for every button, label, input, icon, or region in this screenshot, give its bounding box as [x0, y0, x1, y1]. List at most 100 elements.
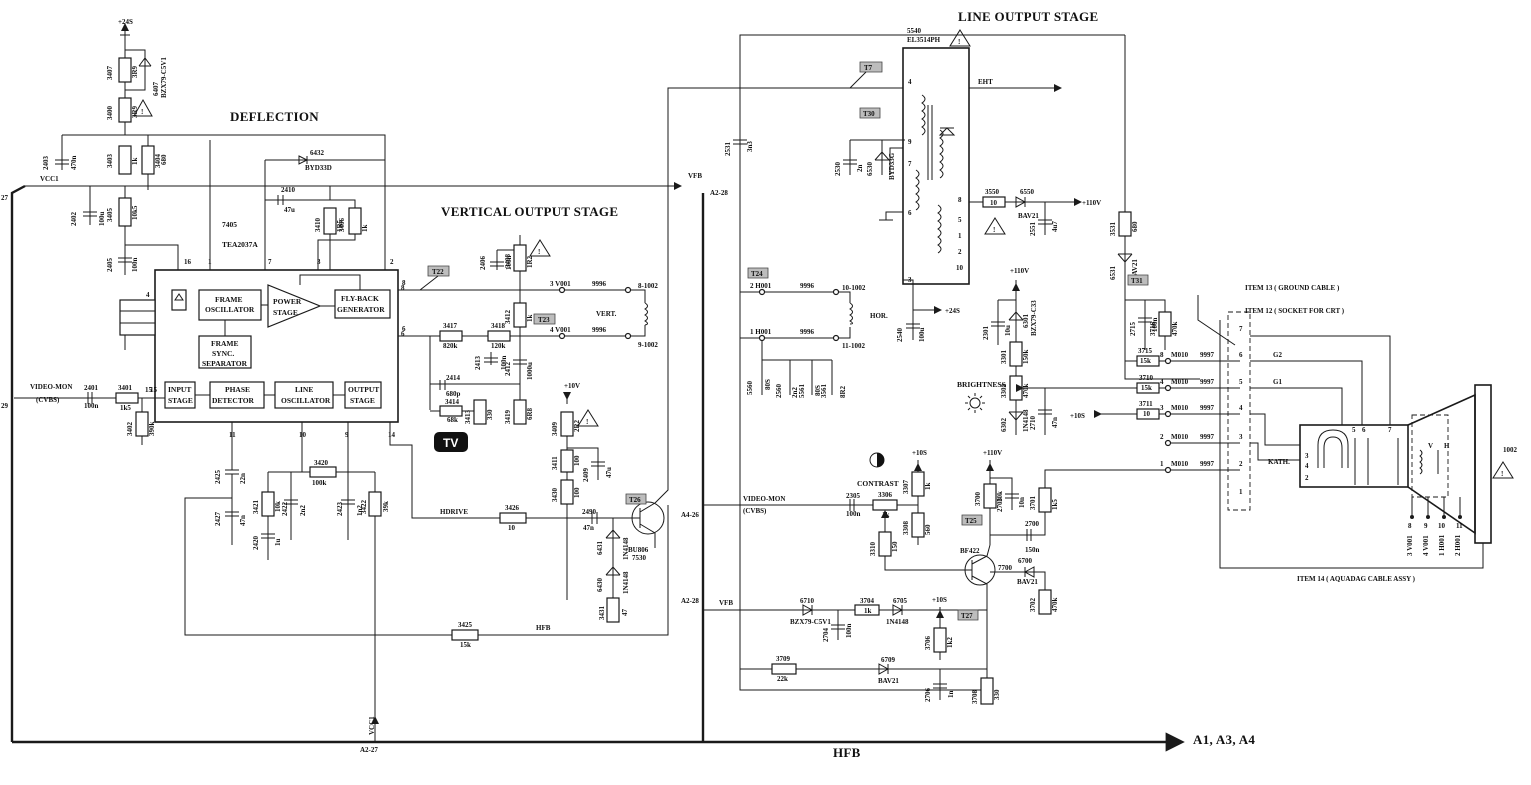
- svg-text:H: H: [1444, 442, 1450, 450]
- svg-text:T25: T25: [965, 517, 977, 525]
- svg-text:150n: 150n: [1025, 546, 1040, 554]
- svg-text:1k: 1k: [924, 483, 932, 491]
- svg-text:100: 100: [573, 455, 581, 466]
- r3701: [1038, 487, 1052, 513]
- svg-text:3411: 3411: [551, 456, 559, 470]
- r3430: [560, 479, 574, 505]
- svg-text:100n: 100n: [131, 258, 139, 273]
- svg-text:BAV21: BAV21: [878, 677, 899, 685]
- svg-text:2710: 2710: [1029, 416, 1037, 431]
- svg-text:3426: 3426: [505, 504, 520, 512]
- svg-text:3409: 3409: [551, 422, 559, 437]
- tag-t26: [625, 493, 647, 505]
- svg-text:DETECTOR: DETECTOR: [212, 396, 255, 405]
- tag-t7: [859, 61, 883, 73]
- c2706: [933, 669, 947, 700]
- svg-text:2422: 2422: [281, 502, 289, 517]
- svg-text:6407: 6407: [152, 82, 160, 97]
- r3420: [309, 466, 337, 478]
- r3704: [854, 604, 880, 616]
- svg-text:3403: 3403: [106, 154, 114, 169]
- svg-text:680: 680: [1131, 221, 1139, 232]
- r3408: [513, 244, 527, 272]
- svg-text:1: 1: [1239, 488, 1243, 496]
- c2409: [567, 447, 605, 480]
- svg-text:1k: 1k: [526, 315, 534, 323]
- svg-text:2305: 2305: [846, 492, 861, 500]
- svg-text:M010: M010: [1171, 404, 1189, 412]
- svg-text:A2-27: A2-27: [360, 746, 378, 754]
- svg-text:8: 8: [1408, 522, 1412, 530]
- svg-text:EL3514PH: EL3514PH: [907, 36, 941, 44]
- svg-text:120k: 120k: [491, 342, 506, 350]
- svg-text:3 V001: 3 V001: [1406, 535, 1414, 556]
- svg-text:3408: 3408: [504, 254, 512, 269]
- zener-6407: [138, 57, 152, 67]
- r3410: [323, 207, 337, 235]
- svg-text:1k5: 1k5: [120, 404, 131, 412]
- r3405: [118, 197, 132, 227]
- svg-text:!: !: [586, 418, 588, 426]
- svg-text:2540: 2540: [896, 328, 904, 343]
- svg-text:10: 10: [990, 199, 998, 207]
- svg-text:68k: 68k: [447, 416, 458, 424]
- svg-text:OSCILLATOR: OSCILLATOR: [205, 305, 255, 314]
- svg-text:HFB: HFB: [536, 624, 551, 632]
- svg-text:3400: 3400: [106, 106, 114, 121]
- svg-text:80S: 80S: [764, 379, 772, 390]
- svg-text:10: 10: [956, 264, 964, 272]
- svg-text:100n: 100n: [84, 402, 99, 410]
- svg-text:7: 7: [908, 160, 912, 168]
- svg-text:47n: 47n: [583, 524, 594, 532]
- c2490: [591, 512, 598, 524]
- vertical-output-title: VERTICAL OUTPUT STAGE: [441, 204, 618, 219]
- svg-text:+110V: +110V: [1010, 267, 1029, 275]
- tag-t22: [427, 265, 450, 277]
- svg-text:2531: 2531: [724, 142, 732, 157]
- svg-text:1: 1: [1160, 460, 1164, 468]
- r3708: [980, 677, 994, 705]
- svg-text:6432: 6432: [310, 149, 325, 157]
- svg-text:47n: 47n: [1051, 417, 1059, 428]
- hfb-title: HFB: [833, 745, 861, 760]
- c2540: [906, 310, 920, 340]
- svg-text:2: 2: [958, 248, 962, 256]
- svg-text:1R5: 1R5: [336, 219, 344, 232]
- svg-text:5540: 5540: [907, 27, 922, 35]
- svg-text:680p: 680p: [446, 390, 461, 398]
- svg-text:3302: 3302: [1000, 384, 1008, 399]
- svg-text:47u: 47u: [605, 467, 613, 478]
- svg-text:100: 100: [573, 487, 581, 498]
- svg-text:2560: 2560: [775, 384, 783, 399]
- svg-text:3425: 3425: [458, 621, 473, 629]
- svg-text:POWER: POWER: [273, 297, 302, 306]
- svg-text:1k: 1k: [131, 158, 139, 166]
- svg-text:KATH.: KATH.: [1268, 458, 1290, 466]
- svg-text:6430: 6430: [596, 578, 604, 593]
- c2410: [277, 195, 284, 205]
- r3421: [261, 491, 275, 517]
- svg-text:2405: 2405: [106, 258, 114, 273]
- brightness-label: BRIGHTNESS: [957, 380, 1006, 389]
- svg-text:2n2: 2n2: [299, 505, 307, 516]
- svg-text:8: 8: [402, 279, 406, 287]
- diode-6531: [1117, 253, 1133, 263]
- svg-text:T7: T7: [864, 64, 873, 72]
- svg-text:BYD33D: BYD33D: [305, 164, 332, 172]
- diode-6302: [1008, 400, 1024, 435]
- svg-text:1n: 1n: [947, 691, 955, 699]
- svg-text:9997: 9997: [1200, 404, 1215, 412]
- svg-text:+10S: +10S: [912, 449, 927, 457]
- svg-text:+10S: +10S: [932, 596, 947, 604]
- svg-text:100n: 100n: [505, 256, 513, 271]
- svg-text:2425: 2425: [214, 470, 222, 485]
- svg-text:9: 9: [908, 138, 912, 146]
- video-mon-left: VIDEO-MON: [30, 383, 72, 391]
- r3414: [439, 405, 463, 417]
- svg-text:16: 16: [184, 258, 192, 266]
- svg-text:8: 8: [1160, 351, 1164, 359]
- svg-text:1N4148: 1N4148: [886, 618, 909, 626]
- frame-oscillator-block: [198, 289, 262, 321]
- svg-text:6530: 6530: [866, 162, 874, 177]
- svg-text:3402: 3402: [126, 422, 134, 437]
